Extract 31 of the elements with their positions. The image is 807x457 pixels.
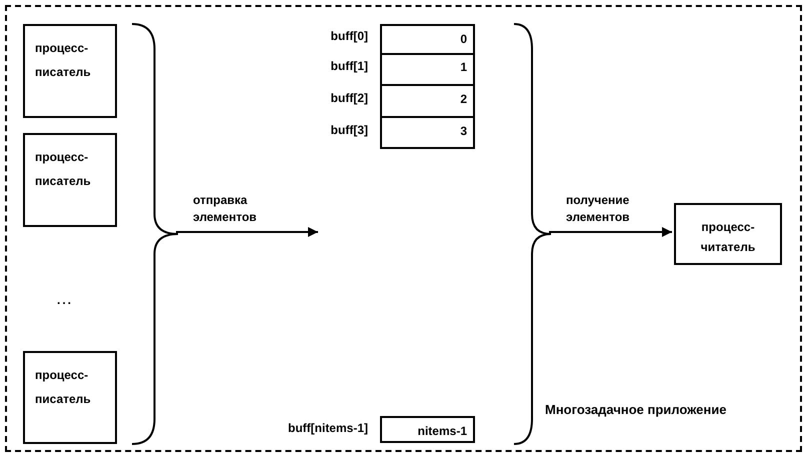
buffer-cell <box>380 54 475 86</box>
index-label: buff[nitems-1] <box>288 421 368 435</box>
node-label: 1 <box>460 60 467 74</box>
arrow <box>176 227 318 237</box>
writer-process-box <box>23 351 117 444</box>
node-label: 2 <box>460 92 467 106</box>
node-label: nitems-1 <box>418 424 467 438</box>
brace <box>131 23 178 445</box>
ellipsis-label: ... <box>57 293 74 307</box>
app-boundary <box>5 5 802 452</box>
node-label: 0 <box>460 32 467 46</box>
writer-process-box <box>23 133 117 227</box>
writer-process-box <box>23 24 117 118</box>
node-label: процесс-писатель <box>35 40 92 81</box>
node-label: 3 <box>460 124 467 138</box>
buffer-cell <box>380 118 475 149</box>
node-label: процесс-читатель <box>700 219 756 256</box>
node-label: процесс-писатель <box>35 149 92 190</box>
index-label: buff[0] <box>330 29 368 43</box>
node-label: процесс-писатель <box>35 367 92 408</box>
application-caption: Многозадачное приложение <box>545 402 726 417</box>
index-label: buff[1] <box>330 59 368 73</box>
buffer-cell <box>380 86 475 118</box>
buffer-cell <box>380 24 475 55</box>
reader-process-box <box>674 203 782 265</box>
arrow <box>549 227 672 237</box>
index-label: buff[2] <box>330 91 368 105</box>
edge-label: отправка элементов <box>193 192 258 226</box>
buffer-cell <box>380 416 475 443</box>
edge-label: получение элементов <box>566 192 631 226</box>
index-label: buff[3] <box>330 123 368 137</box>
